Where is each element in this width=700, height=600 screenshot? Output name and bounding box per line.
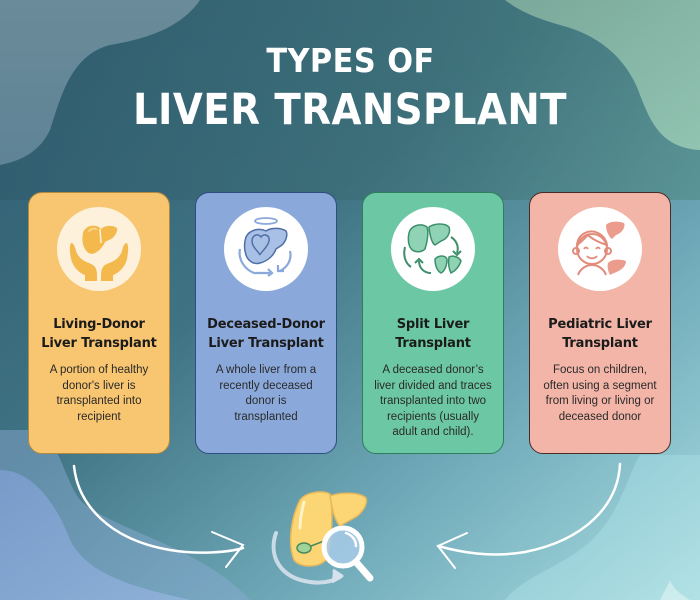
card-description: A portion of healthy donor's liver is tr… <box>49 364 149 423</box>
title-line-2: LIVER TRANSPLANT <box>132 85 568 135</box>
title-line-1: TYPES OF <box>265 41 435 80</box>
card-title: Split Liver Transplant <box>395 317 471 351</box>
card-split-liver: Split Liver Transplant A deceased donor’… <box>362 192 504 454</box>
card-title: Pediatric Liver Transplant <box>548 317 652 351</box>
card-deceased-donor: Deceased-Donor Liver Transplant A whole … <box>195 192 337 454</box>
card-pediatric: Pediatric Liver Transplant Focus on chil… <box>529 192 671 454</box>
card-description: Focus on children, often using a segment… <box>543 364 657 423</box>
transplant-types: Living-Donor Liver Transplant A portion … <box>0 192 700 456</box>
split-liver-icon <box>391 207 475 291</box>
page-title: TYPES OF LIVER TRANSPLANT <box>0 38 700 136</box>
hands-holding-liver-icon <box>57 207 141 291</box>
card-living-donor: Living-Donor Liver Transplant A portion … <box>28 192 170 454</box>
card-description: A whole liver from a recently deceased d… <box>215 364 317 423</box>
card-title: Living-Donor Liver Transplant <box>41 317 157 351</box>
child-liver-icon <box>558 207 642 291</box>
card-description: A deceased donor’s liver divided and tra… <box>374 364 492 438</box>
liver-halo-cycle-icon <box>224 207 308 291</box>
card-title: Deceased-Donor Liver Transplant <box>207 317 325 351</box>
